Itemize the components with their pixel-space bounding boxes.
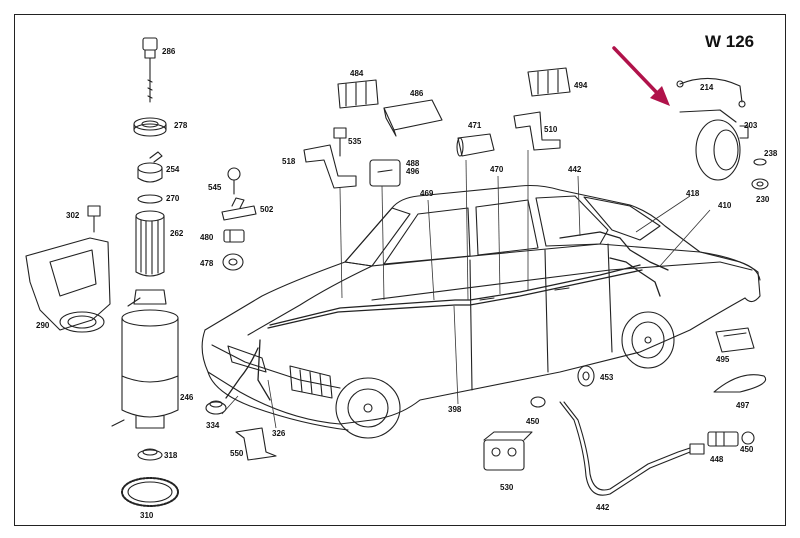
part-label-502: 502 (260, 205, 274, 214)
part-label-530: 530 (500, 483, 514, 492)
part-label-496: 496 (406, 167, 420, 176)
part-label-246: 246 (180, 393, 194, 402)
part-label-486: 486 (410, 89, 424, 98)
part-label-442b: 442 (596, 503, 610, 512)
leader-lines (221, 150, 711, 429)
part-label-484: 484 (350, 69, 364, 78)
part-label-488: 488 (406, 159, 420, 168)
part-label-254: 254 (166, 165, 180, 174)
part-label-238: 238 (764, 149, 778, 158)
part-518-bracket (303, 144, 357, 189)
part-278-ring-nut (133, 117, 167, 137)
part-label-480: 480 (200, 233, 214, 242)
part-550-bracket (235, 427, 277, 461)
part-label-310: 310 (140, 511, 154, 520)
part-labels: 286 278 254 270 262 302 290 246 318 310 545 502 480 4… (36, 47, 778, 520)
part-label-290: 290 (36, 321, 50, 330)
part-label-418: 418 (686, 189, 700, 198)
part-484-clip (337, 79, 379, 109)
part-label-442a: 442 (568, 165, 582, 174)
part-label-495: 495 (716, 355, 730, 364)
part-510-bracket (513, 111, 561, 151)
part-495-holder (715, 327, 755, 353)
part-238-washer (753, 158, 767, 166)
diagram-frame (14, 14, 786, 526)
part-label-448: 448 (710, 455, 724, 464)
part-label-453: 453 (600, 373, 614, 382)
hydraulic-lines (225, 231, 669, 401)
part-450b-seal (741, 431, 755, 445)
part-497-tie (713, 374, 767, 393)
part-label-478: 478 (200, 259, 214, 268)
part-label-398: 398 (448, 405, 462, 414)
car-body-illustration (201, 184, 761, 439)
part-label-469: 469 (420, 189, 434, 198)
part-270-seal (137, 194, 163, 204)
arrow-shaft (612, 46, 662, 98)
part-label-214: 214 (700, 83, 714, 92)
part-label-270: 270 (166, 194, 180, 203)
part-label-470: 470 (490, 165, 504, 174)
part-label-326: 326 (272, 429, 286, 438)
part-label-262: 262 (170, 229, 184, 238)
part-254-filter-cap (137, 151, 163, 183)
part-label-230: 230 (756, 195, 770, 204)
part-label-203: 203 (744, 121, 758, 130)
part-label-550: 550 (230, 449, 244, 458)
part-203-pump (679, 109, 749, 181)
part-494-clip (527, 67, 571, 97)
part-442b-hose (559, 401, 705, 496)
part-label-286: 286 (162, 47, 176, 56)
part-530-valve-block (483, 431, 533, 471)
part-286-reservoir-cap (142, 37, 158, 103)
part-label-450a: 450 (526, 417, 540, 426)
part-310-ring (121, 477, 179, 507)
part-label-278: 278 (174, 121, 188, 130)
part-488-496-holder (369, 159, 401, 187)
part-478-grommet (222, 253, 244, 271)
part-535-screw (333, 127, 347, 157)
part-label-471: 471 (468, 121, 482, 130)
part-480-clamp (223, 229, 245, 243)
part-label-410: 410 (718, 201, 732, 210)
part-label-302: 302 (66, 211, 80, 220)
part-302-bolt (87, 205, 101, 233)
part-230-nut (751, 178, 769, 190)
part-label-545: 545 (208, 183, 222, 192)
part-label-535: 535 (348, 137, 362, 146)
part-label-518: 518 (282, 157, 296, 166)
part-486-holder (383, 99, 443, 137)
part-502-clip (221, 197, 257, 221)
part-290-bracket (25, 237, 111, 333)
part-label-334: 334 (206, 421, 220, 430)
part-318-grommet (137, 448, 163, 461)
model-title: W 126 (705, 32, 755, 51)
part-448-fitting (707, 431, 739, 447)
part-262-filter (135, 210, 165, 277)
part-214-strap (676, 77, 746, 108)
part-471-sleeve (456, 133, 495, 157)
part-545-screw (227, 167, 241, 195)
part-label-318: 318 (164, 451, 178, 460)
part-label-510: 510 (544, 125, 558, 134)
part-label-450b: 450 (740, 445, 754, 454)
part-453-grommet (577, 365, 595, 387)
part-450a-seal (530, 396, 546, 408)
part-label-497: 497 (736, 401, 750, 410)
highlight-arrow (612, 46, 670, 106)
part-246-reservoir (111, 289, 179, 429)
part-334-clamp (205, 400, 227, 415)
part-label-494: 494 (574, 81, 588, 90)
arrow-head (650, 86, 670, 106)
